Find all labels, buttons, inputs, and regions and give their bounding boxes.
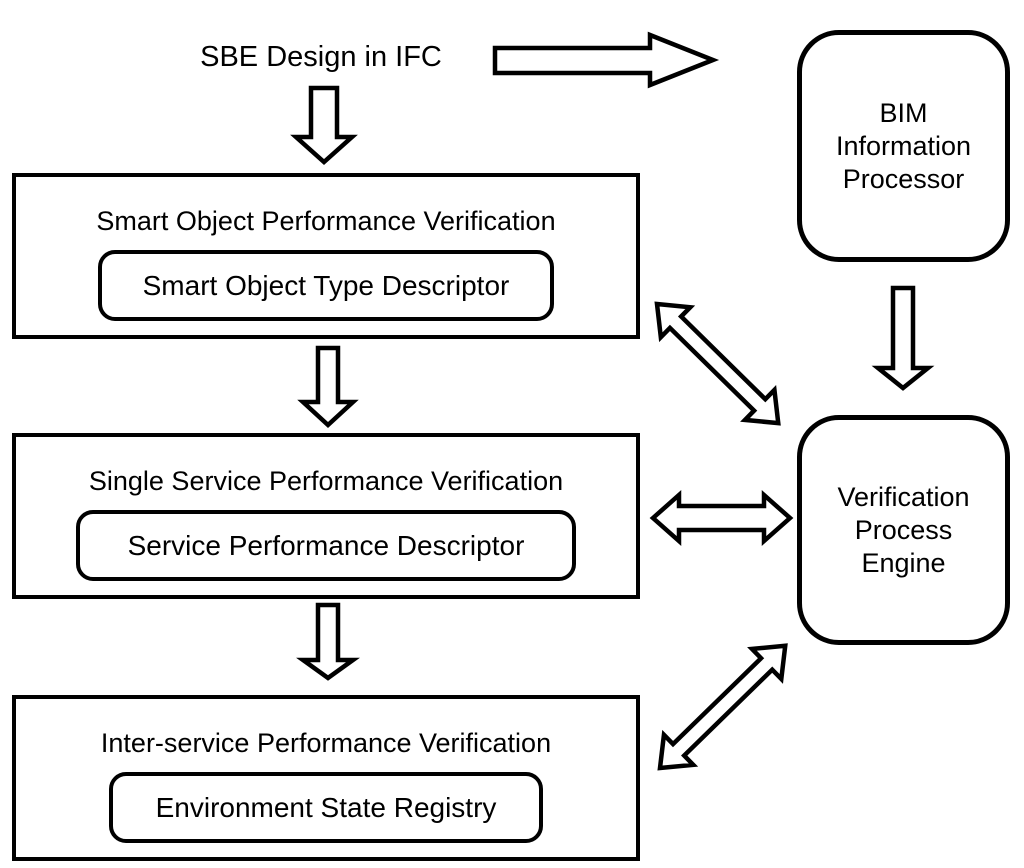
node-label-line: Processor: [842, 163, 965, 194]
descriptor-box-smart-object-type: Smart Object Type Descriptor: [98, 250, 554, 321]
node-bim-information-processor: BIM Information Processor: [797, 30, 1010, 262]
stage-box-smart-object: Smart Object Performance Verification Sm…: [12, 173, 640, 339]
arrow-sbe-to-stage1-icon: [290, 85, 358, 166]
descriptor-box-service-performance: Service Performance Descriptor: [76, 510, 576, 581]
node-label-line: Verification: [837, 481, 970, 512]
stage-title: Smart Object Performance Verification: [96, 206, 556, 236]
arrow-stage1-engine-double-icon: [654, 301, 781, 426]
arrow-stage3-engine-double-icon: [657, 643, 788, 771]
arrow-stage2-to-stage3-icon: [296, 602, 360, 681]
stage-box-inter-service: Inter-service Performance Verification E…: [12, 695, 640, 861]
node-label-line: Process: [854, 514, 953, 545]
stage-title: Inter-service Performance Verification: [100, 728, 552, 758]
arrow-bim-to-engine-icon: [871, 285, 935, 391]
descriptor-box-environment-state: Environment State Registry: [109, 772, 543, 843]
stage-box-single-service: Single Service Performance Verification …: [12, 433, 640, 599]
arrow-stage1-to-stage2-icon: [297, 345, 359, 429]
stage-title: Single Service Performance Verification: [88, 466, 564, 496]
arrow-sbe-to-bim-icon: [492, 31, 720, 89]
node-label-line: Information: [835, 130, 972, 161]
node-label-line: BIM: [879, 97, 928, 128]
node-verification-process-engine: Verification Process Engine: [797, 415, 1010, 645]
arrow-stage2-engine-double-icon: [649, 490, 794, 546]
node-label-line: Engine: [861, 547, 946, 578]
source-label: SBE Design in IFC: [200, 41, 442, 73]
